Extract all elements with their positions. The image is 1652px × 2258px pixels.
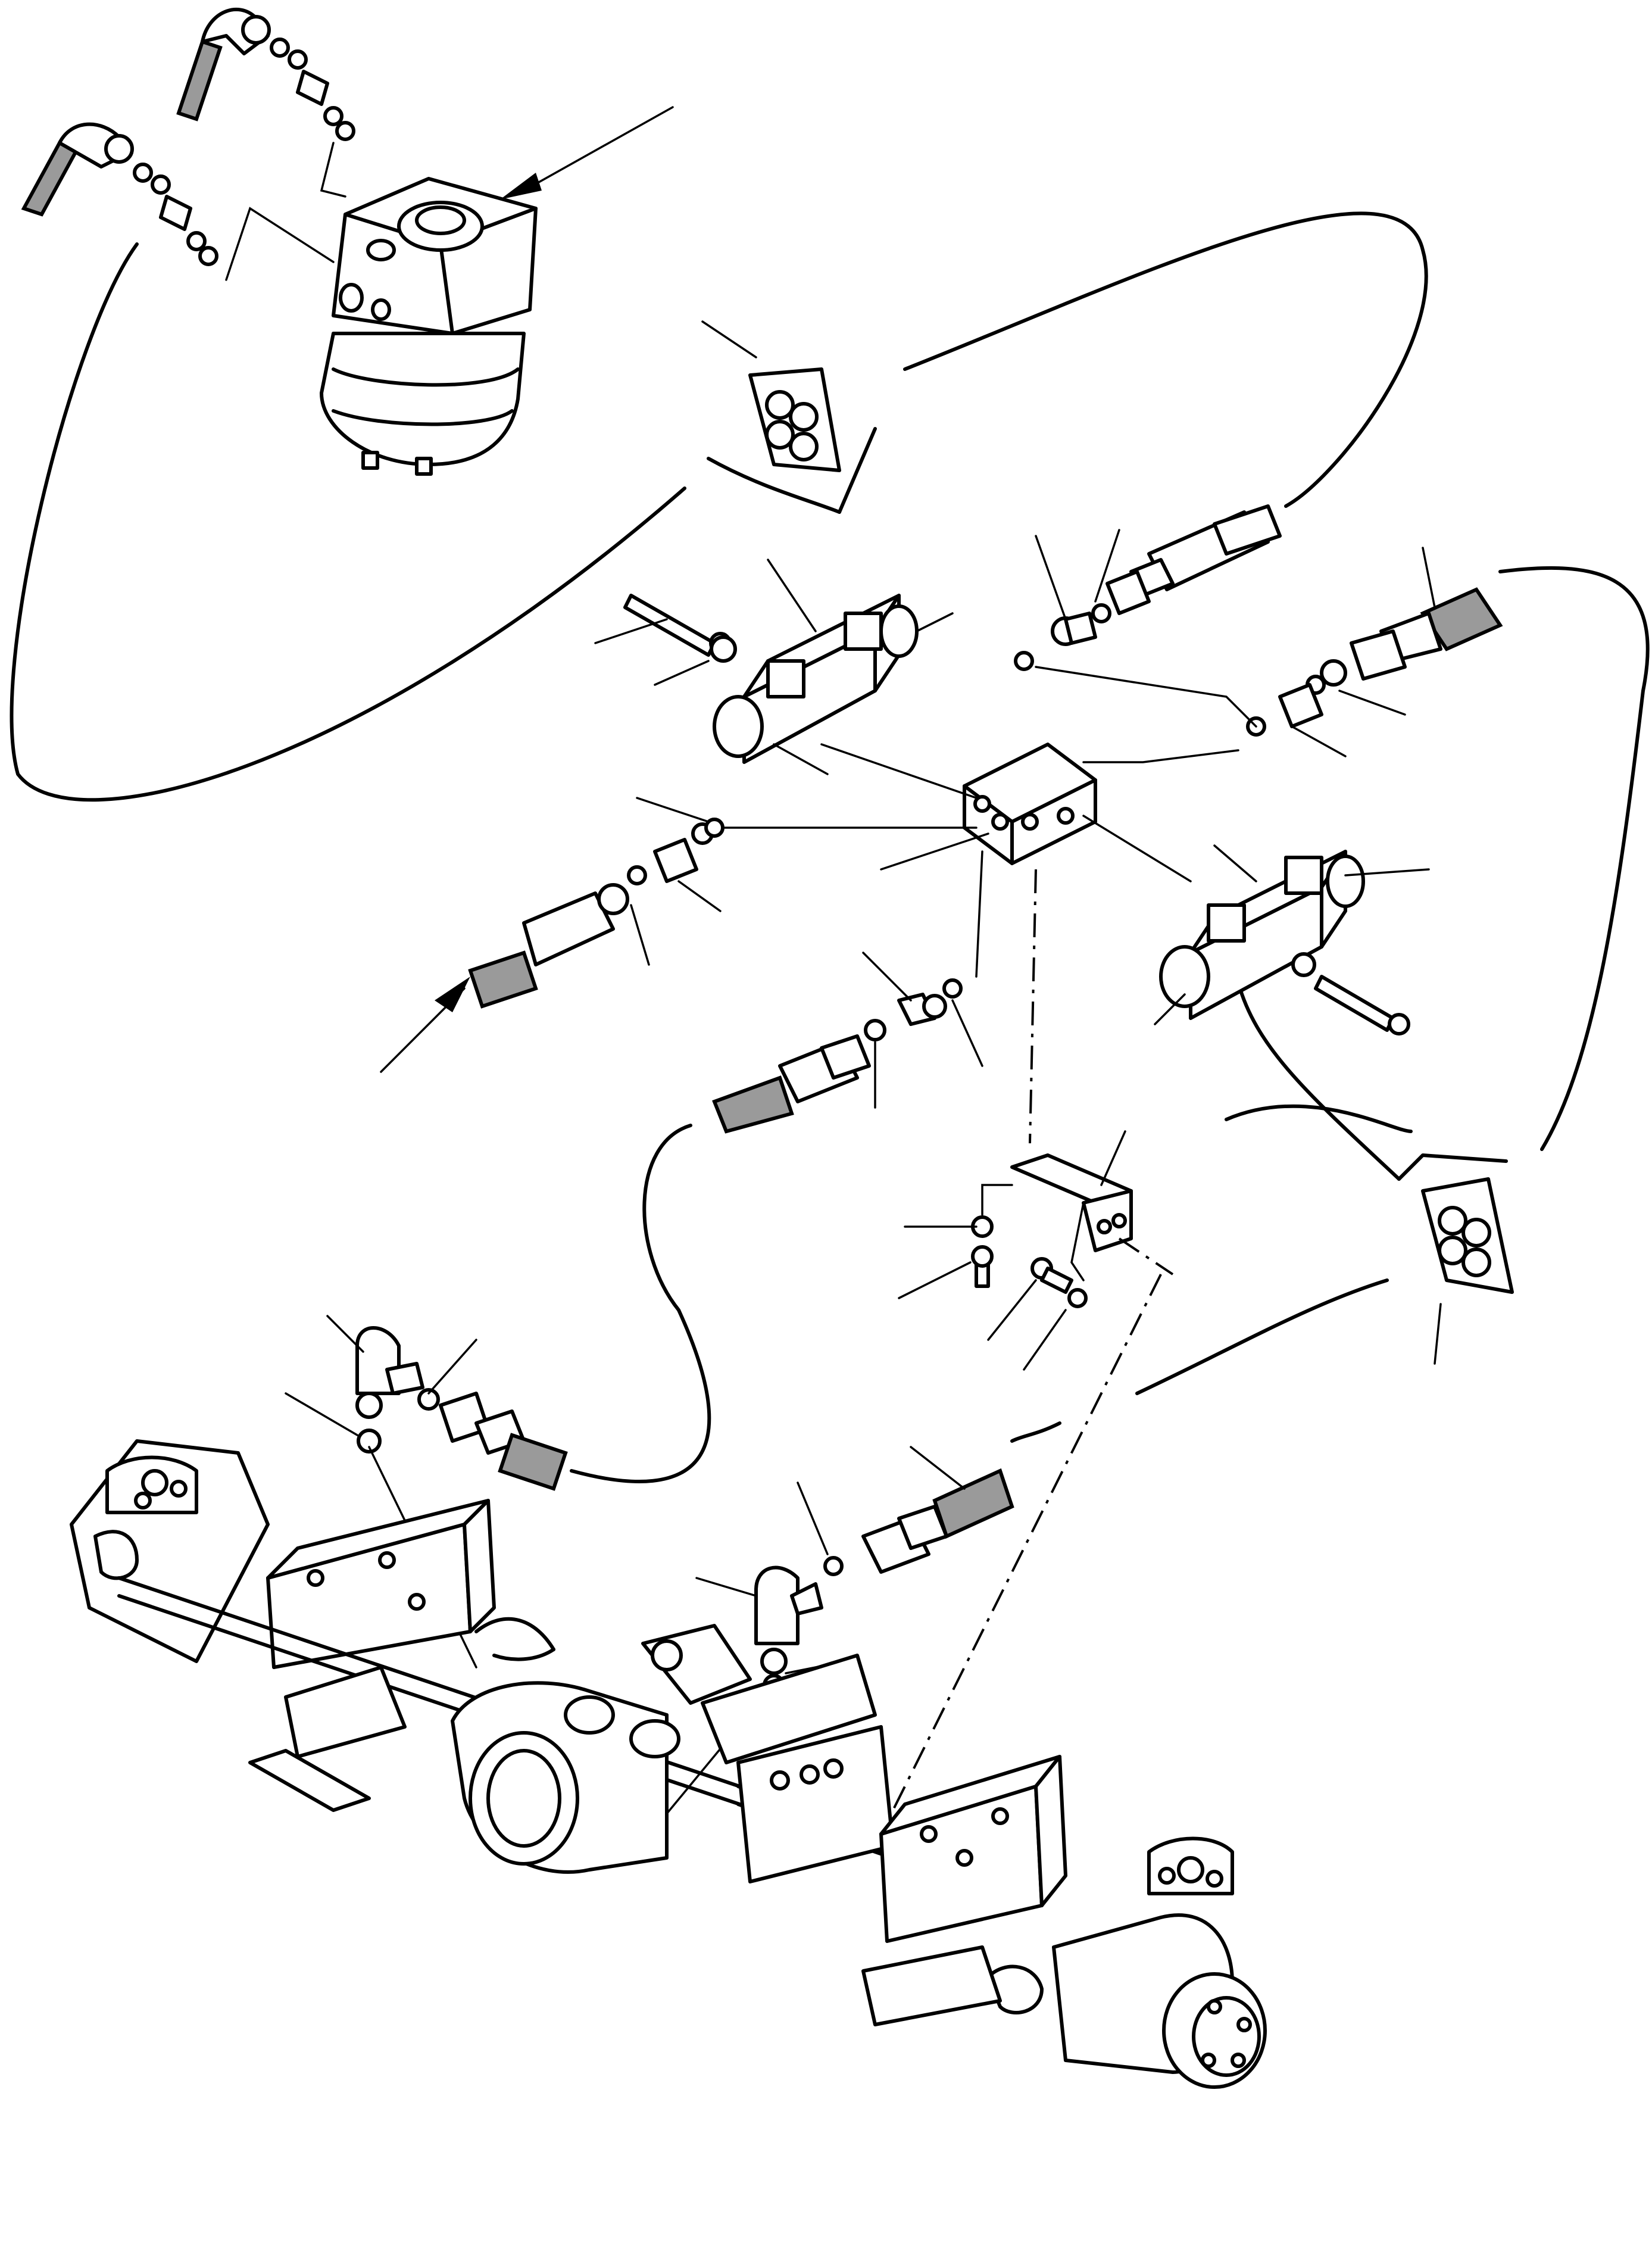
front-axle <box>70 1439 1267 2089</box>
hose-lines <box>10 211 1650 1483</box>
seal-kit-upper <box>701 320 877 514</box>
fitting-set-left-middle <box>380 797 724 1073</box>
mounting-bracket <box>898 1130 1174 1371</box>
fitting-set-center <box>712 952 983 1134</box>
seal-kit-lower <box>1397 1153 1514 1365</box>
fitting-set-upper-left <box>21 7 355 281</box>
elbow-fitting-left <box>285 1315 568 1668</box>
arrow-steering-unit <box>500 106 674 199</box>
steering-unit <box>320 177 538 476</box>
solenoid-valve-lower <box>1154 844 1430 1036</box>
distribution-block <box>719 743 1239 1144</box>
elbow-fitting-center <box>654 1274 1162 1835</box>
solenoid-valve-upper <box>594 559 954 775</box>
fitting-set-right <box>1035 547 1503 757</box>
fitting-set-upper-right <box>1014 504 1282 671</box>
